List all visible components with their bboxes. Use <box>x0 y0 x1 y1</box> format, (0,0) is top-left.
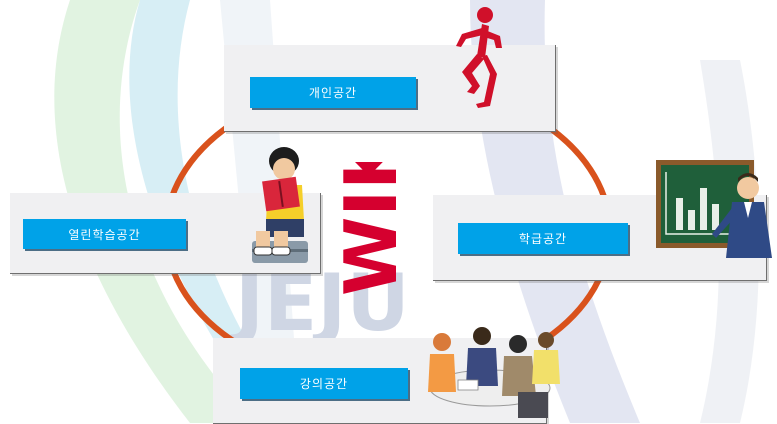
lecture-space-button[interactable]: 강의공간 <box>240 368 408 399</box>
running-person-icon <box>456 7 502 108</box>
class-space-button[interactable]: 학급공간 <box>458 223 628 254</box>
reading-student-icon <box>252 147 308 263</box>
lecture-group-icon <box>428 327 560 418</box>
personal-space-button[interactable]: 개인공간 <box>250 77 416 108</box>
wiki-title: WIKI <box>329 162 413 296</box>
teacher-chalkboard-icon <box>656 160 772 258</box>
watermark-jeju: JEJU <box>230 259 410 349</box>
wiki-title-text: WIKI <box>329 162 413 296</box>
open-learning-space-button[interactable]: 열린학습공간 <box>23 219 186 249</box>
